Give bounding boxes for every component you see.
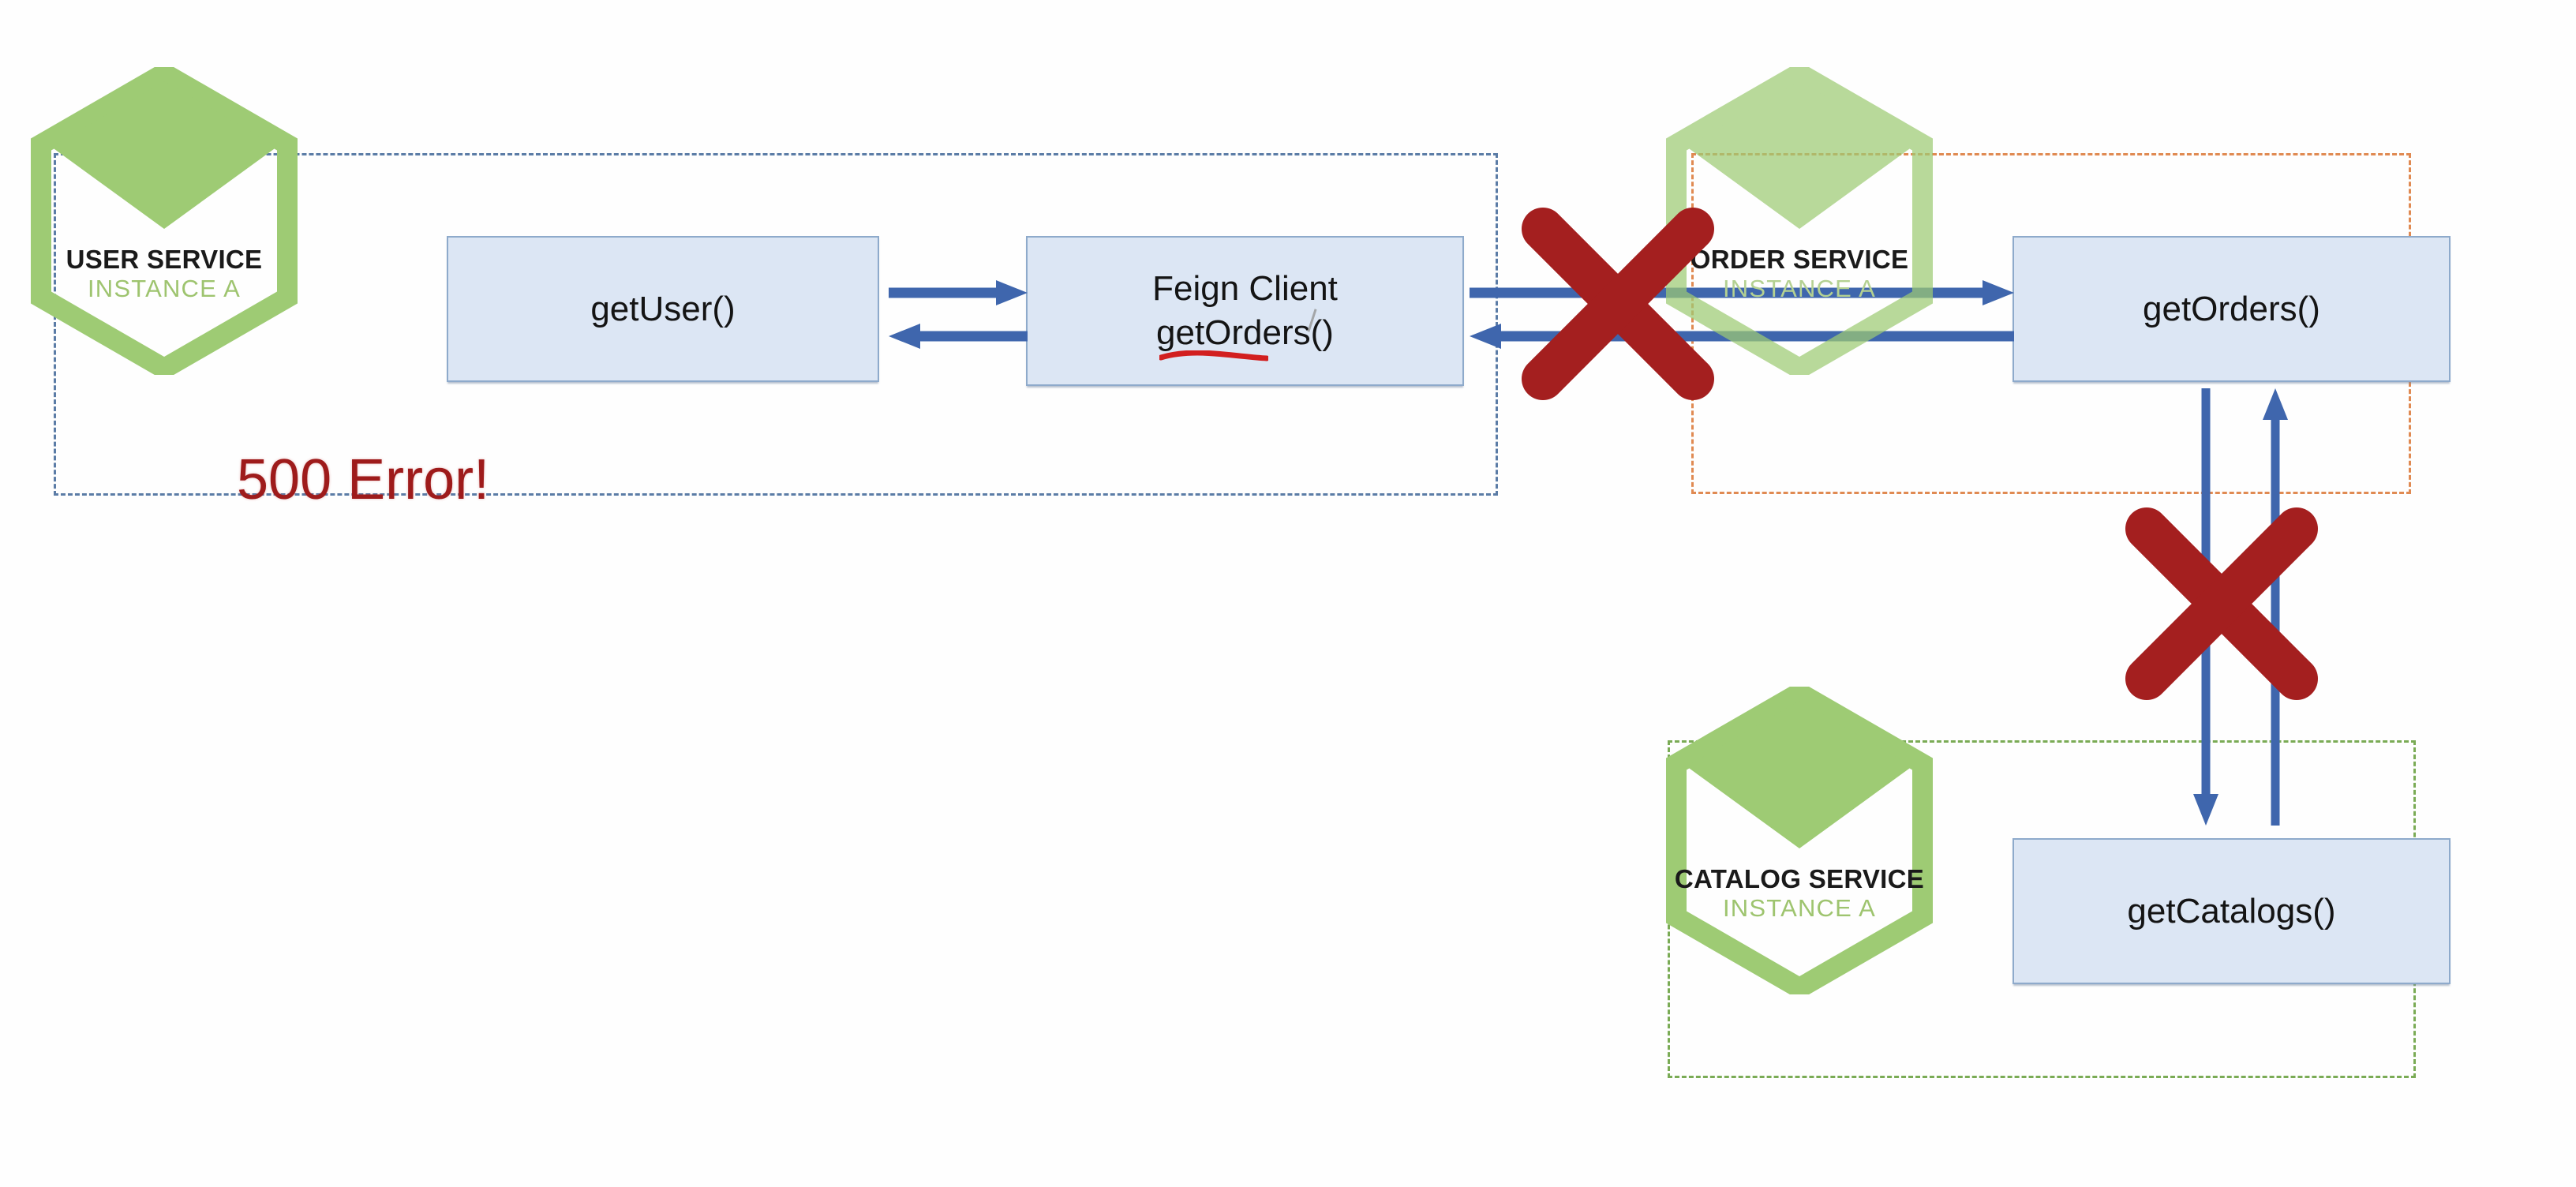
get-catalogs-label: getCatalogs() bbox=[2127, 891, 2336, 931]
error-label: 500 Error! bbox=[237, 448, 490, 511]
hexagon-icon bbox=[1666, 687, 1933, 994]
get-user-box[interactable]: getUser() bbox=[447, 236, 879, 382]
get-catalogs-box[interactable]: getCatalogs() bbox=[2012, 838, 2451, 984]
get-orders-label: getOrders() bbox=[2143, 289, 2320, 328]
arrow-getuser-to-feign bbox=[889, 278, 1028, 308]
hexagon-icon bbox=[31, 67, 298, 375]
arrow-feign-to-getuser bbox=[889, 321, 1028, 351]
catalog-service-hexagon: CATALOG SERVICE INSTANCE A bbox=[1665, 687, 1934, 994]
failure-x-user-to-order-icon bbox=[1519, 205, 1717, 403]
user-service-boundary bbox=[54, 153, 1498, 496]
feign-client-method-text: getOrders() bbox=[1156, 313, 1334, 352]
get-user-label: getUser() bbox=[590, 289, 736, 328]
arrow-getcatalogs-to-getorders bbox=[2260, 388, 2290, 826]
arrow-feign-to-getorders bbox=[1470, 278, 2014, 308]
failure-x-order-to-catalog-icon bbox=[2123, 505, 2320, 702]
get-orders-box[interactable]: getOrders() bbox=[2012, 236, 2451, 382]
feign-client-box[interactable]: Feign Client getOrders() bbox=[1026, 236, 1464, 386]
feign-client-title: Feign Client bbox=[1152, 269, 1338, 309]
user-service-hexagon: USER SERVICE INSTANCE A bbox=[30, 67, 298, 375]
feign-client-method: getOrders() bbox=[1156, 309, 1334, 361]
hexagon-icon bbox=[1666, 67, 1933, 375]
